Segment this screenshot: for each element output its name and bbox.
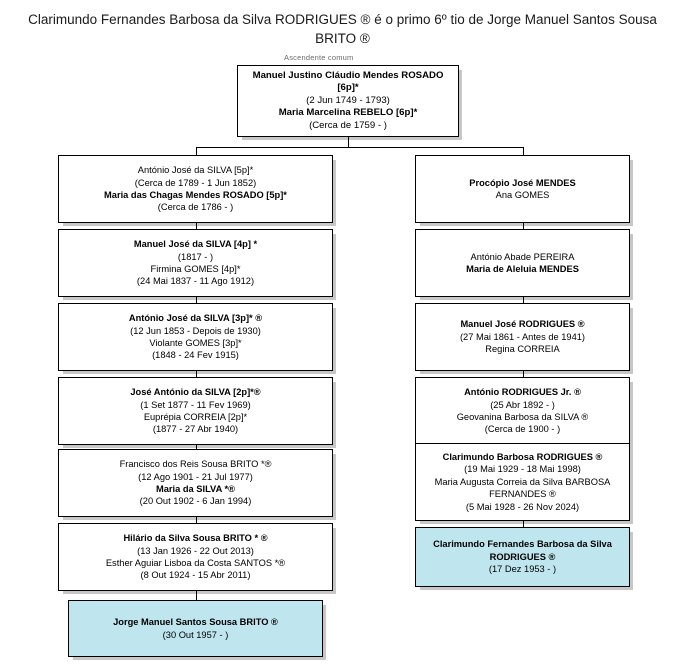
connector-left-link-2 [195, 297, 197, 303]
connector-left-link-6 [195, 591, 197, 600]
node-line: (1848 - 24 Fev 1915) [152, 350, 239, 361]
node-line: (12 Ago 1901 - 21 Jul 1977) [138, 471, 253, 482]
common-ancestor-caption: Ascendente comum [284, 53, 354, 62]
node-line: Ana GOMES [495, 190, 550, 200]
node-left-generation-2[interactable]: Manuel José da SILVA [4p] *(1817 - ) Firm… [58, 229, 333, 297]
node-line: Clarimundo Fernandes Barbosa da Silva RO… [433, 539, 612, 562]
connector-right-link-3 [522, 371, 524, 377]
node-line: Maria de Aleluia MENDES [466, 264, 579, 274]
node-right-generation-4[interactable]: António RODRIGUES Jr. ®(25 Abr 1892 - ) G… [415, 377, 630, 445]
node-right-generation-5[interactable]: Clarimundo Barbosa RODRIGUES ® (19 Mai 19… [415, 443, 630, 521]
node-left-generation-6[interactable]: Hilário da Silva Sousa BRITO * ®(13 Jan … [58, 523, 333, 591]
node-line: (27 Mai 1861 - Antes de 1941) [459, 331, 586, 342]
connector-right-drop [522, 147, 524, 155]
node-line: (25 Abr 1892 - ) [490, 399, 555, 410]
node-line: Hilário da Silva Sousa BRITO * ® [123, 533, 268, 544]
connector-left-link-4 [195, 445, 197, 449]
node-line: Maria da SILVA *® [155, 484, 235, 494]
node-line: Manuel José RODRIGUES ® [460, 319, 585, 330]
node-line: (17 Dez 1953 - ) [488, 564, 557, 575]
node-line: Maria das Chagas Mendes ROSADO [5p]* [104, 190, 287, 200]
node-line: Maria Marcelina REBELO [6p]* [278, 107, 418, 119]
node-line: (30 Out 1957 - ) [162, 629, 229, 640]
node-line: (20 Out 1902 - 6 Jan 1994) [139, 496, 252, 507]
node-line: (12 Jun 1853 - Depois de 1930) [130, 325, 261, 336]
node-line: (Cerca de 1789 - 1 Jun 1852) [134, 177, 257, 188]
connector-left-link-5 [195, 517, 197, 523]
node-line: Esther Aguiar Lisboa da Costa SANTOS *® [105, 558, 286, 568]
node-left-generation-5[interactable]: Francisco dos Reis Sousa BRITO *®(12 Ago… [58, 449, 333, 517]
node-line: (1817 - ) [177, 251, 214, 262]
node-line: Clarimundo Barbosa RODRIGUES ® [442, 451, 603, 462]
node-line: Manuel Justino Cláudio Mendes ROSADO [252, 69, 444, 81]
node-right-generation-1[interactable]: Procópio José MENDES Ana GOMES [415, 155, 630, 223]
node-line: Euprépia CORREIA [2p]* [143, 412, 248, 422]
node-left-generation-3[interactable]: António José da SILVA [3p]* ®(12 Jun 185… [58, 303, 333, 371]
node-line: Procópio José MENDES [469, 177, 576, 188]
node-line: (5 Mai 1928 - 26 Nov 2024) [465, 501, 580, 512]
node-line: [6p]* [337, 82, 359, 94]
node-left-generation-1[interactable]: António José da SILVA [5p]*(Cerca de 178… [58, 155, 333, 223]
node-line: Violante GOMES [3p]* [149, 338, 242, 348]
connector-root-stem [348, 137, 350, 147]
node-line: José António da SILVA [2p]*® [130, 387, 261, 398]
connector-left-link-1 [195, 223, 197, 229]
node-line: Manuel José da SILVA [4p] * [133, 239, 258, 250]
node-line: (2 Jun 1749 - 1793) [306, 94, 390, 106]
node-right-generation-2[interactable]: António Abade PEREIRA Maria de Aleluia ME… [415, 229, 630, 297]
node-common-ancestor[interactable]: Manuel Justino Cláudio Mendes ROSADO[6p]… [237, 65, 459, 137]
node-line: António José da SILVA [3p]* ® [128, 313, 263, 324]
connector-right-link-5 [522, 521, 524, 527]
node-line: Geovanina Barbosa da SILVA ® [456, 412, 589, 422]
node-right-generation-3[interactable]: Manuel José RODRIGUES ®(27 Mai 1861 - An… [415, 303, 630, 371]
node-line: (Cerca de 1759 - ) [309, 119, 387, 131]
node-line: Maria Augusta Correia da Silva BARBOSA F… [434, 476, 611, 500]
node-right-generation-6[interactable]: Clarimundo Fernandes Barbosa da Silva RO… [415, 527, 630, 587]
node-line: (1 Set 1877 - 11 Fev 1969) [140, 399, 251, 410]
node-line: Francisco dos Reis Sousa BRITO *® [119, 459, 272, 470]
node-left-generation-4[interactable]: José António da SILVA [2p]*®(1 Set 1877 … [58, 377, 333, 445]
node-line: António RODRIGUES Jr. ® [464, 387, 581, 398]
node-line: Regina CORREIA [485, 344, 560, 355]
node-line: (13 Jan 1926 - 22 Out 2013) [137, 545, 254, 556]
node-line: Firmina GOMES [4p]* [150, 264, 241, 274]
connector-left-link-3 [195, 371, 197, 377]
connector-horizontal-bus [195, 147, 523, 149]
connector-left-drop [195, 147, 197, 155]
node-line: (1877 - 27 Abr 1940) [152, 424, 239, 435]
node-line: (24 Mai 1837 - 11 Ago 1912) [136, 276, 255, 287]
connector-right-link-1 [522, 223, 524, 229]
node-line: António José da SILVA [5p]* [137, 165, 254, 176]
page-title: Clarimundo Fernandes Barbosa da Silva RO… [28, 12, 657, 46]
node-line: (Cerca de 1786 - ) [157, 202, 234, 213]
node-line: (19 Mai 1929 - 18 Mai 1998) [464, 464, 581, 475]
node-line: (8 Out 1924 - 15 Abr 2011) [140, 570, 251, 581]
node-left-generation-7[interactable]: Jorge Manuel Santos Sousa BRITO ®(30 Out… [68, 600, 323, 657]
node-line: (Cerca de 1900 - ) [484, 424, 561, 435]
node-line: António Abade PEREIRA [470, 251, 575, 262]
connector-right-link-2 [522, 297, 524, 303]
node-line: Jorge Manuel Santos Sousa BRITO ® [113, 617, 278, 628]
